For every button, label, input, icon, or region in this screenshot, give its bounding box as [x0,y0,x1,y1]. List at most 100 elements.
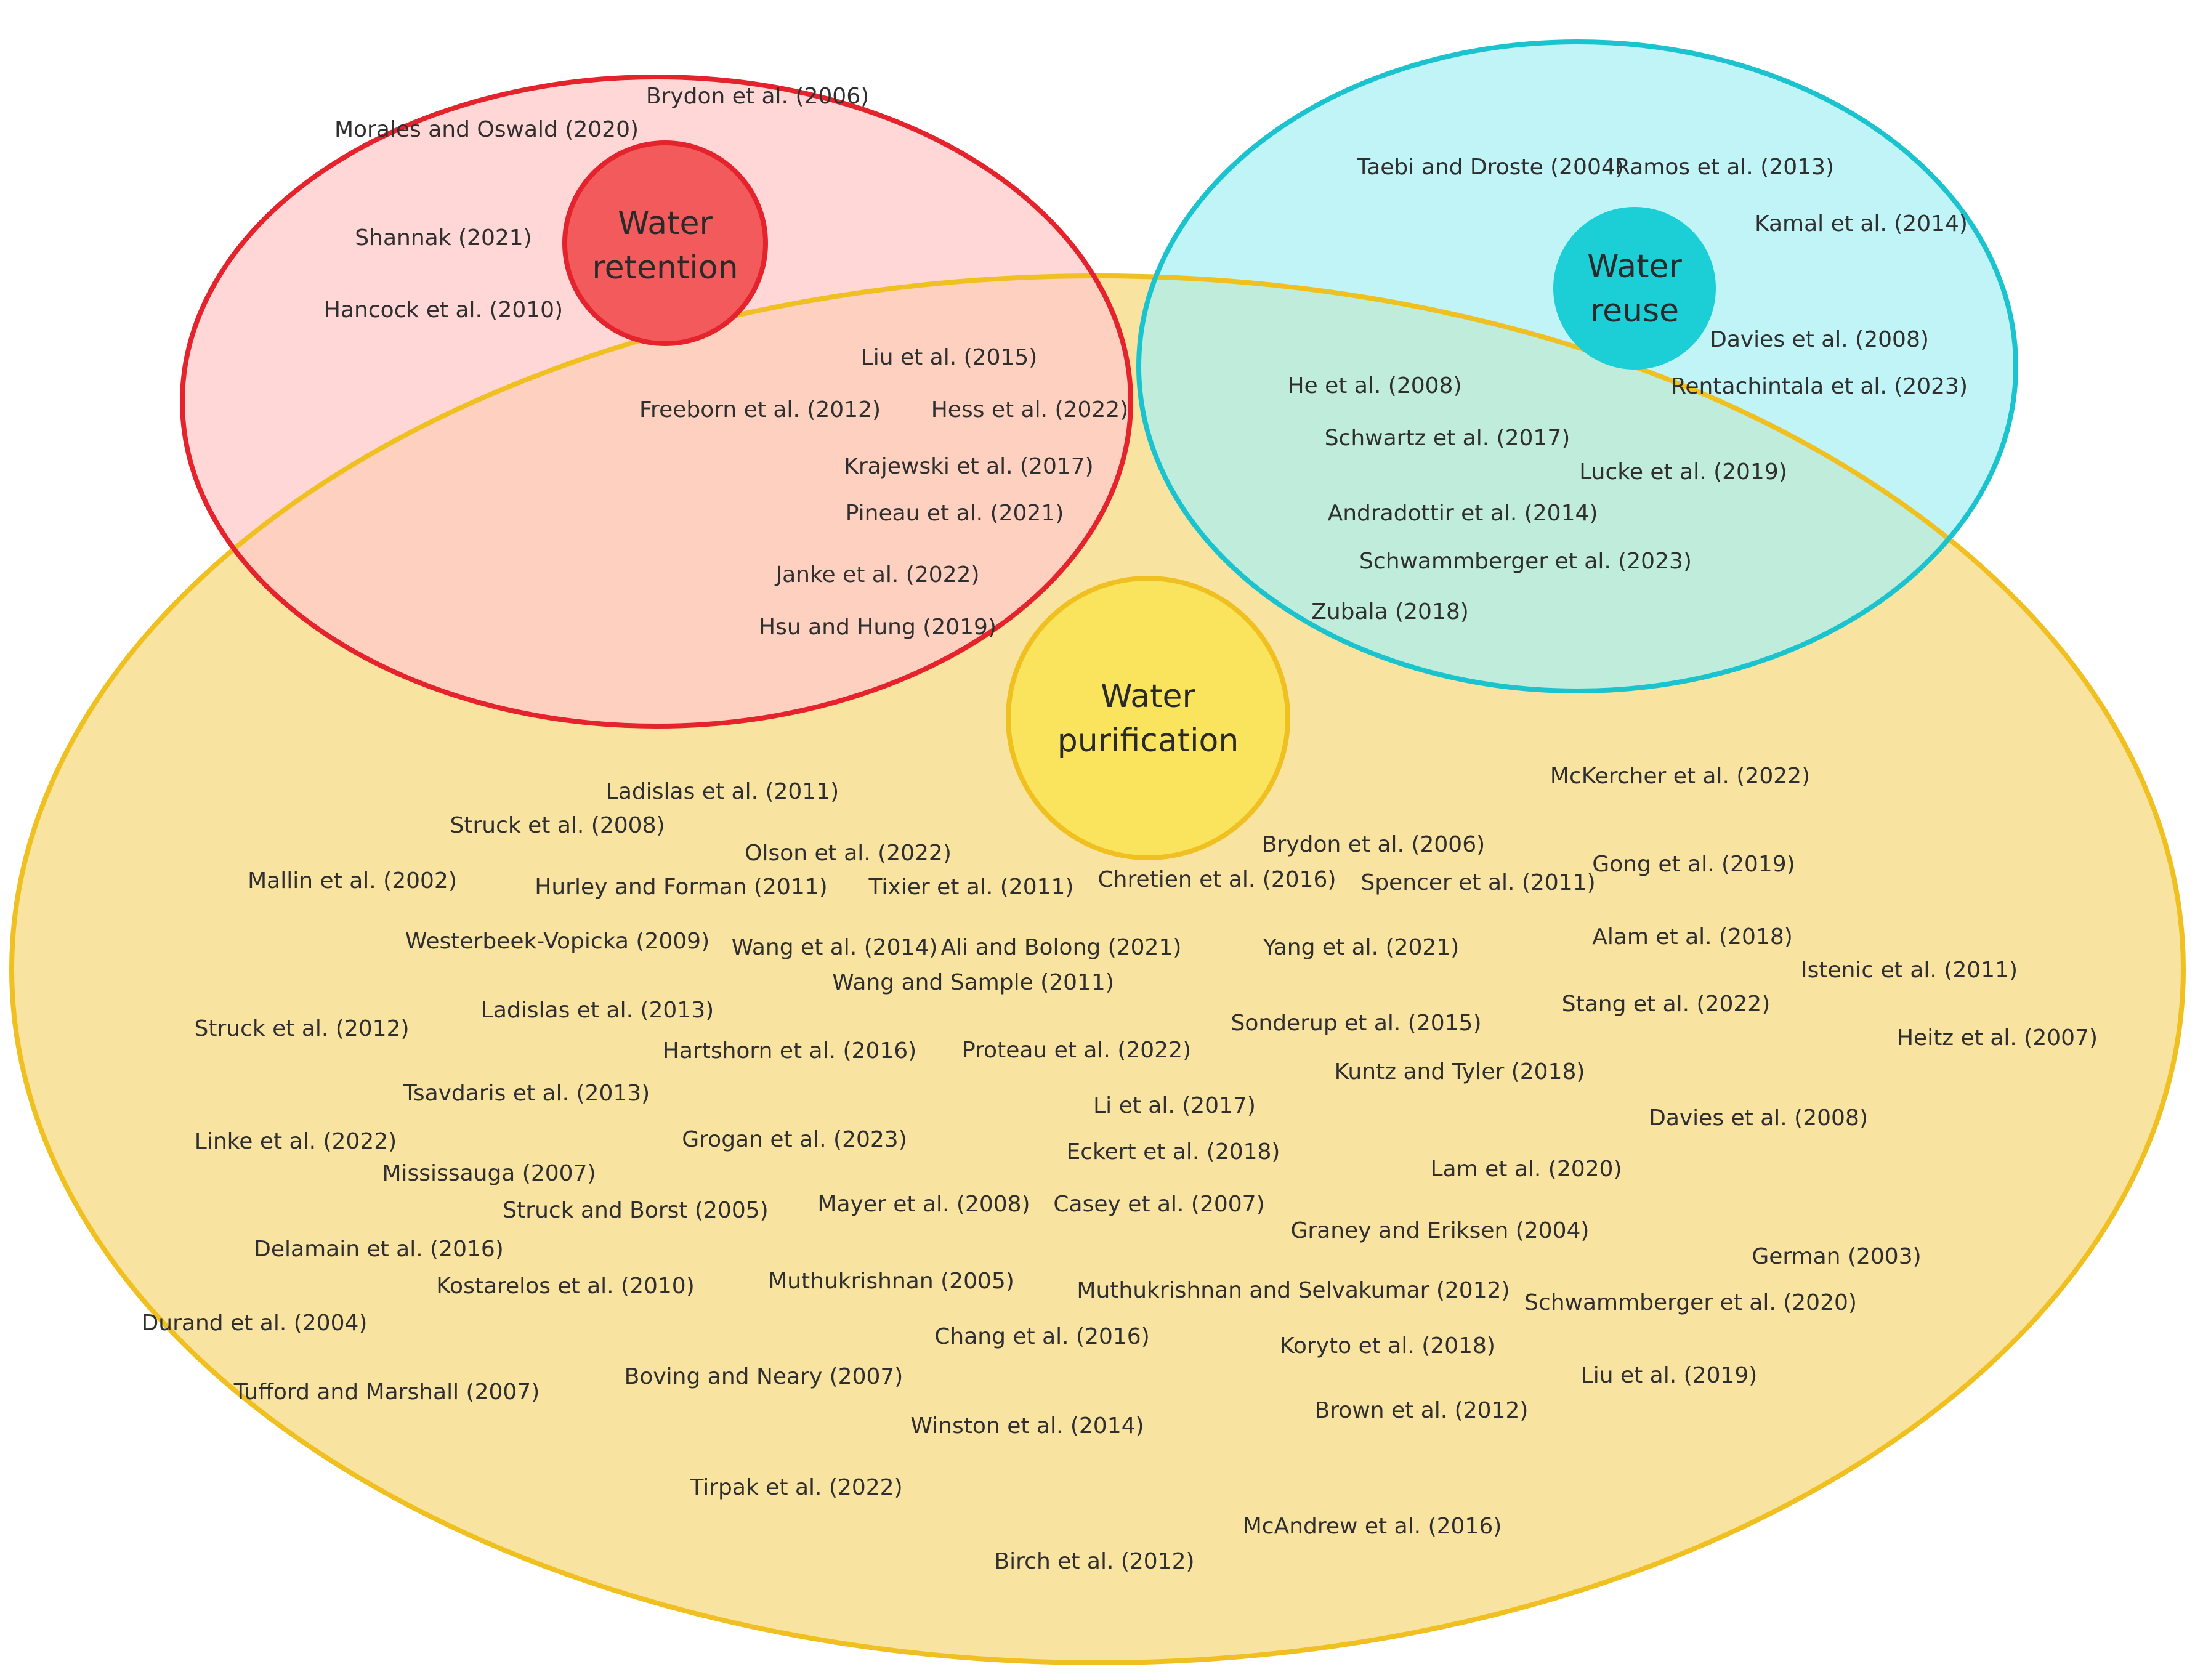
set-outlines [9,39,2186,1665]
reference-label: Morales and Oswald (2020) [334,117,639,142]
reference-label: Muthukrishnan (2005) [768,1269,1014,1294]
reuse-purification-references: He et al. (2008) Schwartz et al. (2017) … [1287,373,1787,624]
reference-label: Kostarelos et al. (2010) [436,1274,695,1299]
reference-label: Eckert et al. (2018) [1067,1139,1280,1165]
reference-label: Chretien et al. (2016) [1098,867,1336,892]
reference-label: Krajewski et al. (2017) [844,454,1093,479]
water-reuse-label-line2: reuse [1590,293,1679,329]
water-retention-label-line2: retention [592,249,738,286]
reference-label: Boving and Neary (2007) [625,1364,903,1389]
water-reuse-outline [1136,39,2018,693]
reference-label: Chang et al. (2016) [934,1324,1150,1349]
reference-label: Stang et al. (2022) [1562,991,1771,1017]
reference-label: Yang et al. (2021) [1263,935,1460,960]
reference-label: Muthukrishnan and Selvakumar (2012) [1077,1278,1510,1303]
reference-label: Koryto et al. (2018) [1280,1333,1495,1359]
reference-label: Hurley and Forman (2011) [535,874,827,900]
retention-only-references: Brydon et al. (2006) Morales and Oswald … [324,84,869,323]
reference-label: He et al. (2008) [1287,373,1461,398]
reference-label: Wang and Sample (2011) [832,970,1114,995]
reference-label: Taebi and Droste (2004) [1356,155,1624,180]
reference-label: Grogan et al. (2023) [682,1127,907,1152]
reference-label: Linke et al. (2022) [195,1129,397,1154]
reference-label: Schwammberger et al. (2020) [1524,1290,1857,1315]
reference-label: Li et al. (2017) [1093,1093,1256,1118]
water-retention-hub: Water retention [562,140,768,346]
reference-label: McAndrew et al. (2016) [1243,1514,1502,1539]
water-reuse-set [1139,42,2016,691]
set-fills [12,42,2183,1663]
reference-label: Pineau et al. (2021) [846,501,1064,526]
reference-label: Durand et al. (2004) [142,1310,368,1336]
water-purification-hub: Water purification [1006,576,1290,860]
reference-label: Ramos et al. (2013) [1615,155,1834,180]
water-purification-outline [9,273,2186,1665]
reference-label: Brydon et al. (2006) [646,84,869,109]
reference-label: Delamain et al. (2016) [254,1237,504,1262]
reference-label: Hess et al. (2022) [931,397,1129,422]
reuse-only-references: Taebi and Droste (2004) Ramos et al. (20… [1356,155,1968,399]
reference-label: Hsu and Hung (2019) [759,615,996,640]
reference-label: Ladislas et al. (2011) [606,779,839,804]
reference-label: Liu et al. (2015) [861,345,1038,370]
reference-label: German (2003) [1752,1244,1921,1269]
reference-label: Istenic et al. (2011) [1801,958,2018,983]
reference-label: Ladislas et al. (2013) [481,998,714,1023]
reference-label: Struck and Borst (2005) [503,1198,768,1223]
reference-label: Heitz et al. (2007) [1897,1025,2098,1051]
reference-label: Andradottir et al. (2014) [1328,501,1598,526]
reference-label: Wang et al. (2014) [732,935,938,960]
reference-label: Mallin et al. (2002) [248,868,457,894]
reference-label: Hartshorn et al. (2016) [663,1038,916,1064]
water-purification-hub-circle [1006,576,1290,860]
reference-label: Mississauga (2007) [382,1161,596,1186]
reference-label: Zubala (2018) [1311,599,1469,624]
reference-label: Janke et al. (2022) [774,562,979,588]
reference-label: Shannak (2021) [355,225,532,251]
reference-label: Westerbeek-Vopicka (2009) [405,929,709,954]
water-purification-label-line2: purification [1057,722,1239,759]
reference-label: Graney and Eriksen (2004) [1291,1218,1590,1243]
reference-label: Brown et al. (2012) [1315,1398,1529,1423]
reference-label: Liu et al. (2019) [1581,1363,1758,1388]
water-purification-label-line1: Water [1101,678,1195,715]
reference-label: Alam et al. (2018) [1592,924,1793,950]
reference-label: Davies et al. (2008) [1710,327,1929,352]
reference-label: Rentachintala et al. (2023) [1671,374,1968,399]
retention-purification-references: Liu et al. (2015) Freeborn et al. (2012)… [639,345,1128,640]
reference-label: McKercher et al. (2022) [1550,764,1810,789]
reference-label: Brydon et al. (2006) [1262,832,1485,857]
reference-label: Schwammberger et al. (2023) [1359,549,1692,574]
water-retention-label-line1: Water [618,205,713,242]
reference-label: Struck et al. (2008) [450,813,665,838]
water-reuse-label-line1: Water [1587,248,1682,285]
reference-label: Lam et al. (2020) [1431,1157,1622,1182]
reference-label: Schwartz et al. (2017) [1325,426,1570,451]
reference-label: Freeborn et al. (2012) [639,397,881,422]
reference-label: Proteau et al. (2022) [962,1038,1191,1063]
reference-label: Tufford and Marshall (2007) [233,1379,540,1405]
reference-label: Kamal et al. (2014) [1755,211,1968,236]
reference-label: Mayer et al. (2008) [817,1192,1030,1217]
reference-label: Hancock et al. (2010) [324,297,563,323]
reference-label: Sonderup et al. (2015) [1231,1011,1482,1036]
reference-label: Gong et al. (2019) [1592,852,1795,877]
water-reuse-hub-circle [1553,207,1716,370]
reference-label: Ali and Bolong (2021) [941,935,1182,960]
reference-label: Birch et al. (2012) [994,1549,1194,1574]
reference-label: Tsavdaris et al. (2013) [403,1081,650,1106]
reference-label: Winston et al. (2014) [910,1413,1144,1439]
purification-only-references: Ladislas et al. (2011) McKercher et al. … [142,764,2098,1574]
reference-label: Tirpak et al. (2022) [689,1475,902,1500]
reference-label: Olson et al. (2022) [745,841,952,866]
reference-label: Tixier et al. (2011) [868,874,1074,900]
reference-label: Davies et al. (2008) [1649,1105,1868,1131]
reference-label: Spencer et al. (2011) [1360,870,1595,895]
reference-label: Kuntz and Tyler (2018) [1335,1059,1585,1084]
reference-label: Casey et al. (2007) [1053,1192,1264,1217]
reference-label: Struck et al. (2012) [194,1016,409,1041]
water-retention-hub-circle [562,140,768,346]
water-retention-set [182,77,1131,726]
water-reuse-hub: Water reuse [1553,207,1716,370]
